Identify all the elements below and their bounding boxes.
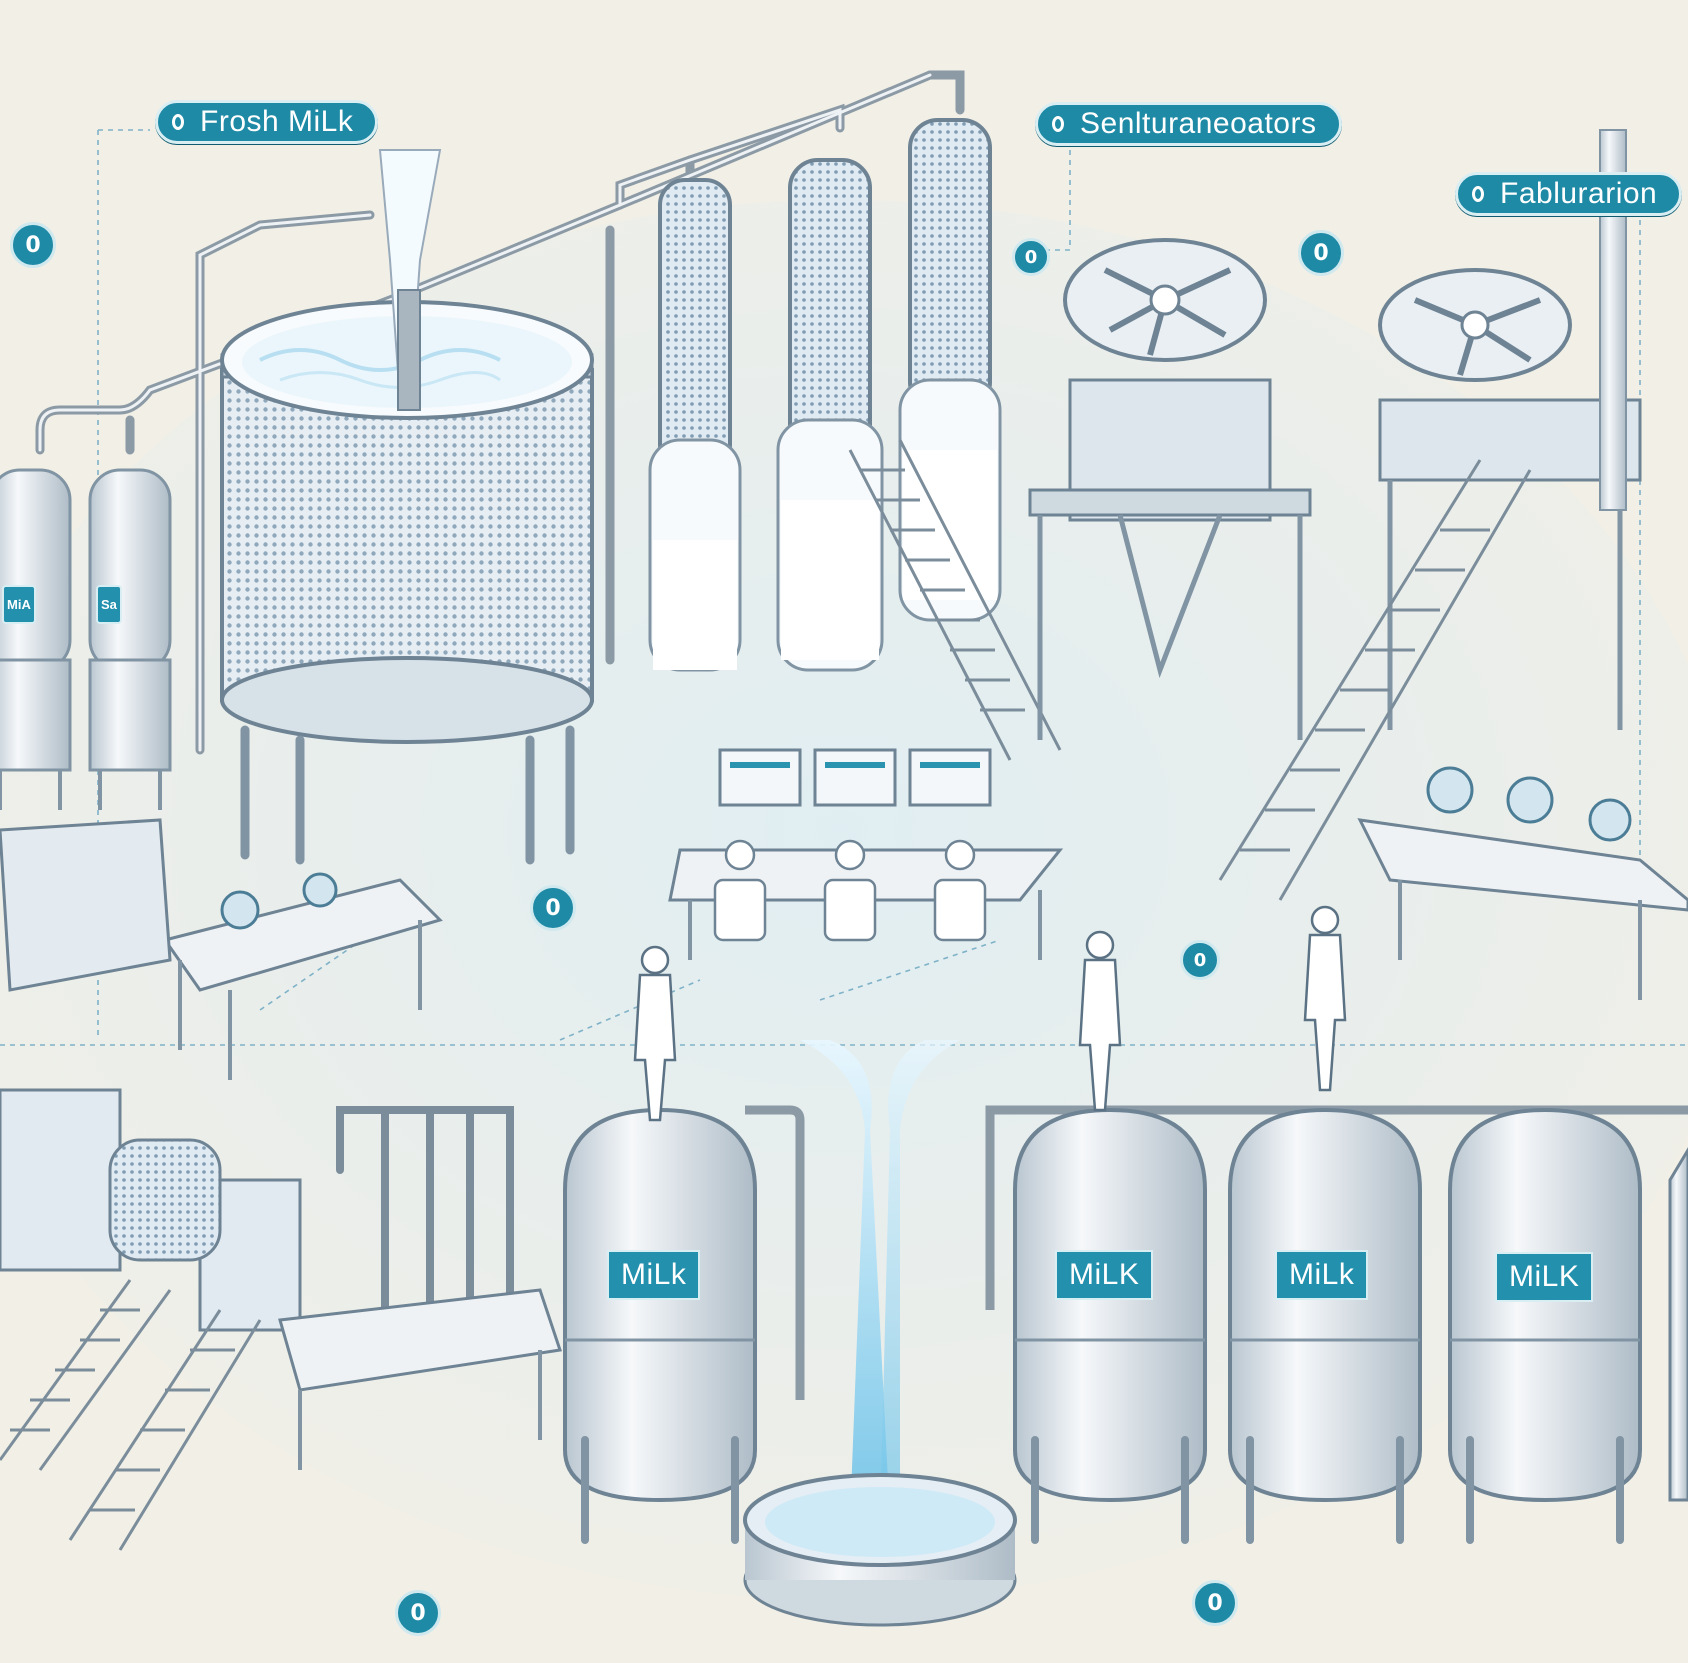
staircase xyxy=(848,439,1062,761)
step-marker: 0 xyxy=(530,885,576,931)
label-fresh-milk: Frosh MiLk xyxy=(155,100,379,144)
pill-dot-icon xyxy=(172,114,184,130)
label-fabrication-text: Fablurarion xyxy=(1500,177,1658,210)
lab-table xyxy=(0,818,443,1080)
pill-dot-icon xyxy=(1052,116,1064,132)
fan-tower xyxy=(1028,238,1312,740)
separator-columns xyxy=(648,118,1002,672)
milk-tank-tag: MiLK xyxy=(1495,1252,1594,1302)
pill-dot-icon xyxy=(1472,186,1484,202)
step-marker: 0 xyxy=(1298,230,1344,276)
milk-tanks xyxy=(563,1107,1688,1544)
collection-basin xyxy=(743,1473,1017,1627)
label-fabrication: Fablurarion xyxy=(1455,172,1683,216)
label-fresh-milk-text: Frosh MiLk xyxy=(200,105,354,138)
silo-panel-tag: Sa xyxy=(96,585,122,624)
conveyors xyxy=(0,1088,302,1551)
control-desk xyxy=(668,748,1064,960)
silo-panel-tag: MiA xyxy=(2,585,36,624)
milk-tank-tag: MiLk xyxy=(1275,1250,1369,1300)
label-separators: Senlturaneoators xyxy=(1035,102,1342,146)
milk-tank-tag: MiLK xyxy=(1055,1250,1154,1300)
step-marker: 0 xyxy=(1012,238,1050,276)
lab-table-2 xyxy=(1357,766,1688,1000)
step-marker: 0 xyxy=(1180,940,1220,980)
step-marker: 0 xyxy=(10,222,56,268)
workers xyxy=(633,905,1347,1122)
step-marker: 0 xyxy=(395,1590,441,1636)
step-marker: 0 xyxy=(1192,1580,1238,1626)
homogenizer xyxy=(336,1106,514,1324)
label-separators-text: Senlturaneoators xyxy=(1080,107,1317,140)
milk-tank-tag: MiLk xyxy=(607,1250,701,1300)
